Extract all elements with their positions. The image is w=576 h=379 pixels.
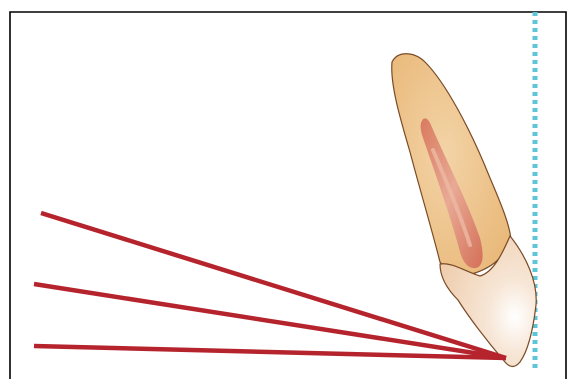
tooth-root (392, 54, 511, 276)
